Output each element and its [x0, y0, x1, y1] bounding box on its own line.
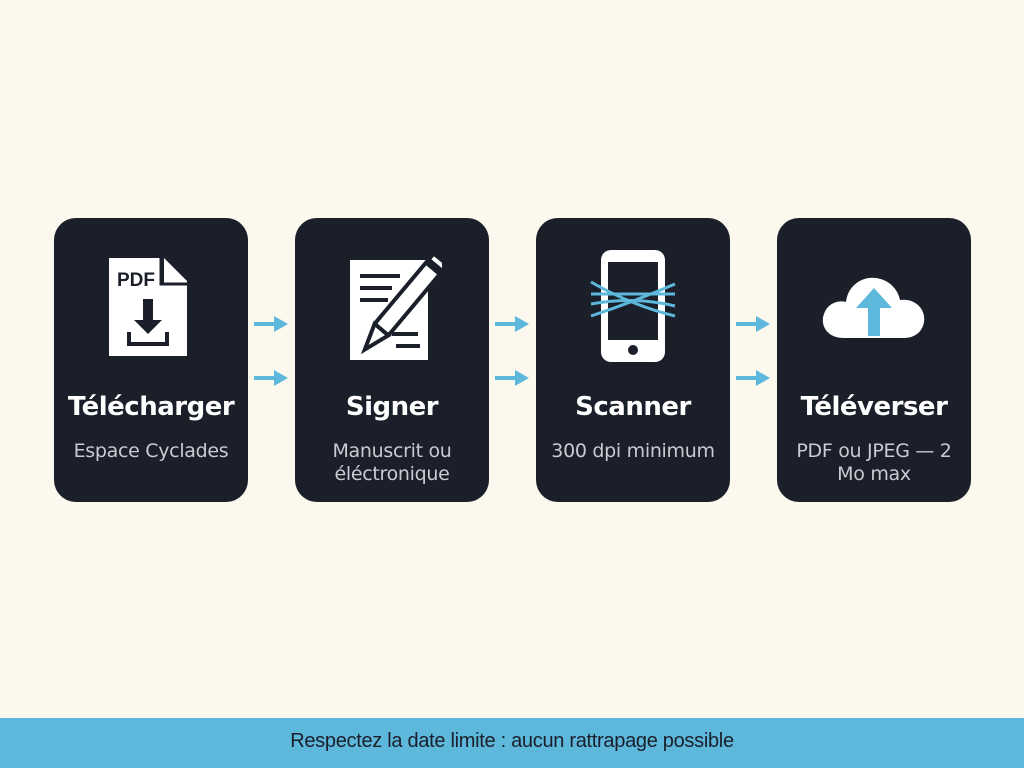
arrow-right-icon — [495, 314, 529, 334]
step-card-scan: Scanner 300 dpi minimum — [536, 218, 730, 502]
cloud-upload-icon — [814, 244, 934, 368]
deadline-banner: Respectez la date limite : aucun rattrap… — [0, 718, 1024, 768]
smartphone-scan-icon — [583, 244, 683, 368]
arrow-right-icon — [495, 368, 529, 388]
step-title: Signer — [345, 392, 439, 422]
step-description: Manuscrit ou éléctronique — [332, 440, 452, 485]
pdf-label: PDF — [117, 270, 155, 291]
step-card-upload: Téléverser PDF ou JPEG — 2 Mo max — [777, 218, 971, 502]
step-card-download: PDF Télécharger Espace Cyclades — [54, 218, 248, 502]
pdf-download-icon: PDF — [101, 244, 201, 368]
step-title: Scanner — [575, 392, 691, 422]
step-title: Téléverser — [800, 392, 948, 422]
step-card-sign: Signer Manuscrit ou éléctronique — [295, 218, 489, 502]
step-description: 300 dpi minimum — [551, 440, 715, 462]
step-description: Espace Cyclades — [73, 440, 229, 462]
banner-text: Respectez la date limite : aucun rattrap… — [290, 730, 734, 752]
arrow-right-icon — [254, 368, 288, 388]
step-title: Télécharger — [67, 392, 235, 422]
arrow-right-icon — [736, 368, 770, 388]
arrow-right-icon — [254, 314, 288, 334]
pen-document-icon — [342, 244, 442, 368]
arrow-right-icon — [736, 314, 770, 334]
step-description: PDF ou JPEG — 2 Mo max — [796, 440, 952, 485]
